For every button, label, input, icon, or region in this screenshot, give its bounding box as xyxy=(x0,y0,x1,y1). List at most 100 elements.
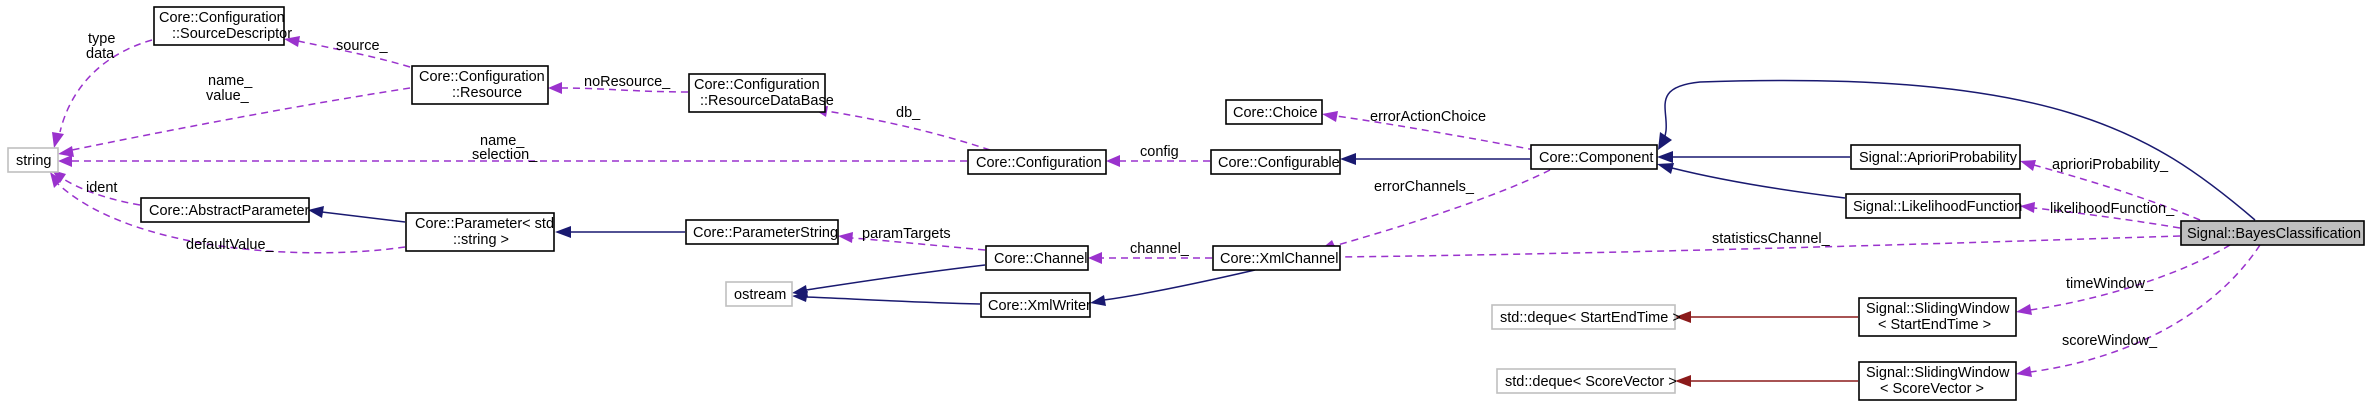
node-label-xml-writer: Core::XmlWriter xyxy=(988,298,1091,314)
edge-resource-to-source-descriptor xyxy=(297,40,411,68)
edge-bayes-to-apriori xyxy=(2033,164,2201,221)
arrowhead-likelihood xyxy=(2020,202,2035,213)
node-label-sliding-window-start-end-time-1: Signal::SlidingWindow xyxy=(1866,301,2010,317)
arrowhead-string-type-data xyxy=(52,132,64,148)
arrowhead-configurable xyxy=(1340,153,1356,165)
arrowhead-string-ident xyxy=(52,170,66,183)
arrowhead-configuration xyxy=(1106,155,1120,167)
node-label-parameter-std-string-2: ::string > xyxy=(453,232,509,248)
edge-label-type: type xyxy=(88,31,115,47)
edge-label-value: value_ xyxy=(206,88,250,104)
node-string[interactable]: string xyxy=(7,147,59,173)
node-resource[interactable]: Core::Configuration ::Resource xyxy=(411,65,549,105)
edge-label-no-resource: noResource_ xyxy=(584,74,671,90)
edge-label-time-window: timeWindow_ xyxy=(2066,276,2154,292)
edge-xml-writer-to-ostream xyxy=(805,296,981,305)
edge-database-to-resource xyxy=(561,87,689,93)
arrowhead-parameter-string xyxy=(838,232,853,243)
node-abstract-parameter[interactable]: Core::AbstractParameter xyxy=(140,197,310,223)
edge-label-ident: ident xyxy=(86,180,117,196)
node-label-bayes-classification: Signal::BayesClassification xyxy=(2187,226,2361,242)
node-xml-channel[interactable]: Core::XmlChannel xyxy=(1212,245,1341,271)
node-label-configurable: Core::Configurable xyxy=(1218,155,1340,171)
node-source-descriptor[interactable]: Core::Configuration ::SourceDescriptor xyxy=(153,6,292,46)
arrowhead-source-descriptor xyxy=(284,36,300,47)
edge-label-selection: selection_ xyxy=(472,147,538,163)
edge-label-likelihood-function: likelihoodFunction_ xyxy=(2050,201,2175,217)
node-component[interactable]: Core::Component xyxy=(1530,144,1658,170)
edge-label-score-window: scoreWindow_ xyxy=(2062,333,2158,349)
edge-label-param-targets: paramTargets xyxy=(862,226,951,242)
node-label-component: Core::Component xyxy=(1539,150,1653,166)
node-label-likelihood-function: Signal::LikelihoodFunction xyxy=(1853,199,2022,215)
node-label-deque-score-vector: std::deque< ScoreVector > xyxy=(1505,374,1677,390)
node-likelihood-function[interactable]: Signal::LikelihoodFunction xyxy=(1845,193,2022,219)
arrowhead-channel xyxy=(1088,252,1102,264)
node-parameter-std-string[interactable]: Core::Parameter< std ::string > xyxy=(405,212,555,252)
edge-component-to-xml-channel xyxy=(1333,169,1551,247)
node-bayes-classification[interactable]: Signal::BayesClassification xyxy=(2180,220,2365,246)
node-label-resource-database-1: Core::Configuration xyxy=(694,77,820,93)
node-choice[interactable]: Core::Choice xyxy=(1225,99,1323,125)
arrowhead-deque-score-vector xyxy=(1675,375,1691,387)
arrowhead-score-window xyxy=(2016,366,2032,377)
node-label-choice: Core::Choice xyxy=(1233,105,1318,121)
node-resource-database[interactable]: Core::Configuration ::ResourceDataBase xyxy=(688,73,834,113)
edge-channel-to-parameter-string xyxy=(851,237,986,251)
arrowhead-deque-start-end-time xyxy=(1675,311,1691,323)
node-label-resource-database-2: ::ResourceDataBase xyxy=(700,93,834,109)
arrowhead-component-top xyxy=(1658,132,1672,150)
node-label-string: string xyxy=(16,153,51,169)
node-configurable[interactable]: Core::Configurable xyxy=(1210,149,1341,175)
node-parameter-string[interactable]: Core::ParameterString xyxy=(685,219,839,245)
edge-channel-to-ostream xyxy=(805,264,986,291)
edge-likelihood-to-component xyxy=(1671,167,1846,199)
node-label-apriori-probability: Signal::AprioriProbability xyxy=(1859,150,2018,166)
edge-label-channel: channel_ xyxy=(1130,241,1190,257)
arrowhead-apriori xyxy=(2020,160,2036,171)
arrowhead-component-apriori xyxy=(1657,151,1673,163)
node-label-source-descriptor-2: ::SourceDescriptor xyxy=(172,26,292,42)
arrowhead-ostream-xml-writer xyxy=(792,291,808,302)
edge-parameter-to-string xyxy=(57,183,406,254)
node-label-ostream: ostream xyxy=(734,287,786,303)
arrowhead-component-likelihood xyxy=(1657,163,1674,174)
node-label-resource-1: Core::Configuration xyxy=(419,69,545,85)
node-apriori-probability[interactable]: Signal::AprioriProbability xyxy=(1850,144,2021,170)
edge-label-db: db_ xyxy=(896,105,921,121)
node-label-source-descriptor-1: Core::Configuration xyxy=(159,10,285,26)
node-deque-start-end-time[interactable]: std::deque< StartEndTime > xyxy=(1491,304,1681,330)
edge-label-statistics-channel: statisticsChannel_ xyxy=(1712,231,1831,247)
arrowhead-time-window xyxy=(2016,304,2032,315)
edge-label-name-2: name_ xyxy=(480,133,525,149)
edge-label-source: source_ xyxy=(336,38,389,54)
edge-label-config: config xyxy=(1140,144,1179,160)
node-label-parameter-std-string-1: Core::Parameter< std xyxy=(415,216,554,232)
node-deque-score-vector[interactable]: std::deque< ScoreVector > xyxy=(1496,368,1677,394)
node-label-sliding-window-score-vector-2: < ScoreVector > xyxy=(1880,381,1984,397)
edge-label-error-action-choice: errorActionChoice xyxy=(1370,109,1486,125)
arrowhead-parameter xyxy=(555,226,571,238)
edge-label-name: name_ xyxy=(208,73,253,89)
node-sliding-window-score-vector[interactable]: Signal::SlidingWindow < ScoreVector > xyxy=(1858,361,2017,401)
edge-bayes-to-time-window xyxy=(2029,244,2231,311)
arrowhead-xml-writer xyxy=(1090,295,1106,306)
edge-resource-to-string xyxy=(71,87,411,151)
edge-label-apriori-probability: aprioriProbability_ xyxy=(2052,157,2169,173)
edge-component-to-choice xyxy=(1335,115,1536,151)
edge-bayes-to-xml-channel xyxy=(1337,235,2181,258)
edge-bayes-to-score-window xyxy=(2029,244,2261,373)
node-configuration[interactable]: Core::Configuration xyxy=(967,149,1107,175)
node-ostream[interactable]: ostream xyxy=(725,281,793,307)
arrowhead-string-name-selection xyxy=(58,155,72,167)
edge-abstract-parameter-to-string xyxy=(61,177,141,206)
node-sliding-window-start-end-time[interactable]: Signal::SlidingWindow < StartEndTime > xyxy=(1858,297,2017,337)
node-label-abstract-parameter: Core::AbstractParameter xyxy=(149,203,310,219)
edge-bayes-to-component-top xyxy=(1659,79,2256,221)
node-xml-writer[interactable]: Core::XmlWriter xyxy=(980,292,1091,318)
edge-xml-channel-to-xml-writer xyxy=(1103,269,1256,301)
node-channel[interactable]: Core::Channel xyxy=(985,245,1089,271)
node-label-sliding-window-start-end-time-2: < StartEndTime > xyxy=(1878,317,1991,333)
node-label-deque-start-end-time: std::deque< StartEndTime > xyxy=(1500,310,1681,326)
